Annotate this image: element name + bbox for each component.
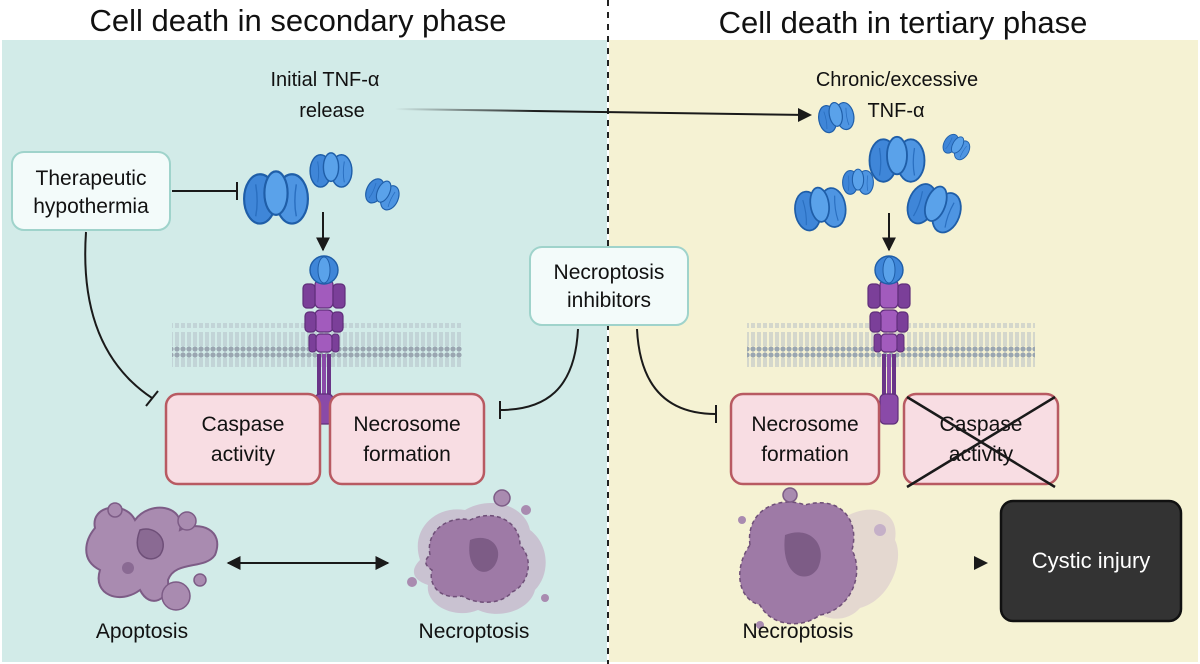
necrosome-right-line1: Necrosome: [751, 413, 858, 436]
apoptotic-cell-icon: [85, 502, 219, 611]
progression-arrow-head: [798, 108, 812, 122]
progression-arrow: [394, 108, 809, 116]
hypothermia-line1: Therapeutic: [36, 167, 147, 190]
inhibitors-line2: inhibitors: [567, 289, 651, 312]
inhibitors-inhibit-left: [499, 328, 579, 411]
necroptotic-cell-icon: [738, 487, 899, 629]
necrosome-formation-box-right: [729, 392, 881, 486]
necroptosis-label-left: Necroptosis: [419, 620, 530, 643]
chronic-tnf-label-line2: TNF-α: [867, 100, 924, 122]
necrosome-formation-box-left: [328, 392, 486, 486]
initial-tnf-label-line1: Initial TNF-α: [271, 69, 380, 91]
tertiary-phase-title: Cell death in tertiary phase: [719, 5, 1088, 40]
necrosome-right-line2: formation: [761, 443, 849, 466]
initial-tnf-label-line2: release: [299, 100, 365, 122]
caspase-cross-line: [906, 395, 1056, 489]
tnf-trimer-icon: [842, 168, 874, 195]
inhibitors-inhibit-right: [636, 328, 717, 415]
hypothermia-box: [11, 151, 171, 231]
cystic-injury-box: [999, 499, 1183, 623]
necrosome-left-line1: Necrosome: [353, 413, 460, 436]
tnf-trimer-icon: [243, 170, 309, 225]
hypothermia-inhibit-caspase-bar: [145, 390, 159, 407]
caspase-activity-box-right: [902, 392, 1060, 486]
caspase-activity-box: [164, 392, 322, 486]
necrosome-left-line2: formation: [363, 443, 451, 466]
caspase-line2: activity: [211, 443, 276, 466]
necroptosis-inhibitors-box: [529, 246, 689, 326]
tnf-trimer-icon: [868, 135, 926, 183]
cystic-injury-label: Cystic injury: [1032, 548, 1151, 573]
secondary-phase-title: Cell death in secondary phase: [89, 3, 506, 38]
chronic-tnf-label-line1: Chronic/excessive: [816, 69, 978, 91]
inhibitors-line1: Necroptosis: [554, 261, 665, 284]
hypothermia-inhibit-caspase: [84, 231, 153, 399]
caspase-right-line2: activity: [949, 443, 1014, 466]
caspase-line1: Caspase: [202, 413, 285, 436]
tnf-trimer-icon: [309, 152, 353, 188]
cystic-arrow-head: [974, 556, 988, 570]
necroptotic-cell-icon: [407, 489, 549, 614]
hypothermia-line2: hypothermia: [33, 195, 149, 218]
necroptosis-label-right: Necroptosis: [743, 620, 854, 643]
apoptosis-label: Apoptosis: [96, 620, 188, 643]
